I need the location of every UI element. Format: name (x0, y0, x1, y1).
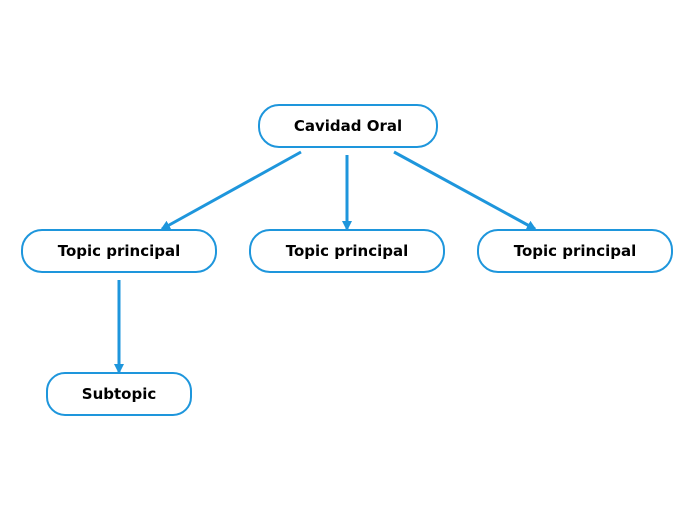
connector-root-to-topic-1 (160, 150, 302, 231)
connector-root-to-topic-3 (393, 150, 537, 231)
topic-node-label: Topic principal (57, 242, 181, 260)
root-node-label: Cavidad Oral (293, 117, 403, 135)
topic-node-1[interactable]: Topic principal (21, 229, 217, 273)
topic-node-3[interactable]: Topic principal (477, 229, 673, 273)
subtopic-node-label: Subtopic (81, 385, 157, 403)
topic-node-label: Topic principal (285, 242, 409, 260)
root-node[interactable]: Cavidad Oral (258, 104, 438, 148)
topic-node-2[interactable]: Topic principal (249, 229, 445, 273)
topic-node-label: Topic principal (513, 242, 637, 260)
subtopic-node[interactable]: Subtopic (46, 372, 192, 416)
